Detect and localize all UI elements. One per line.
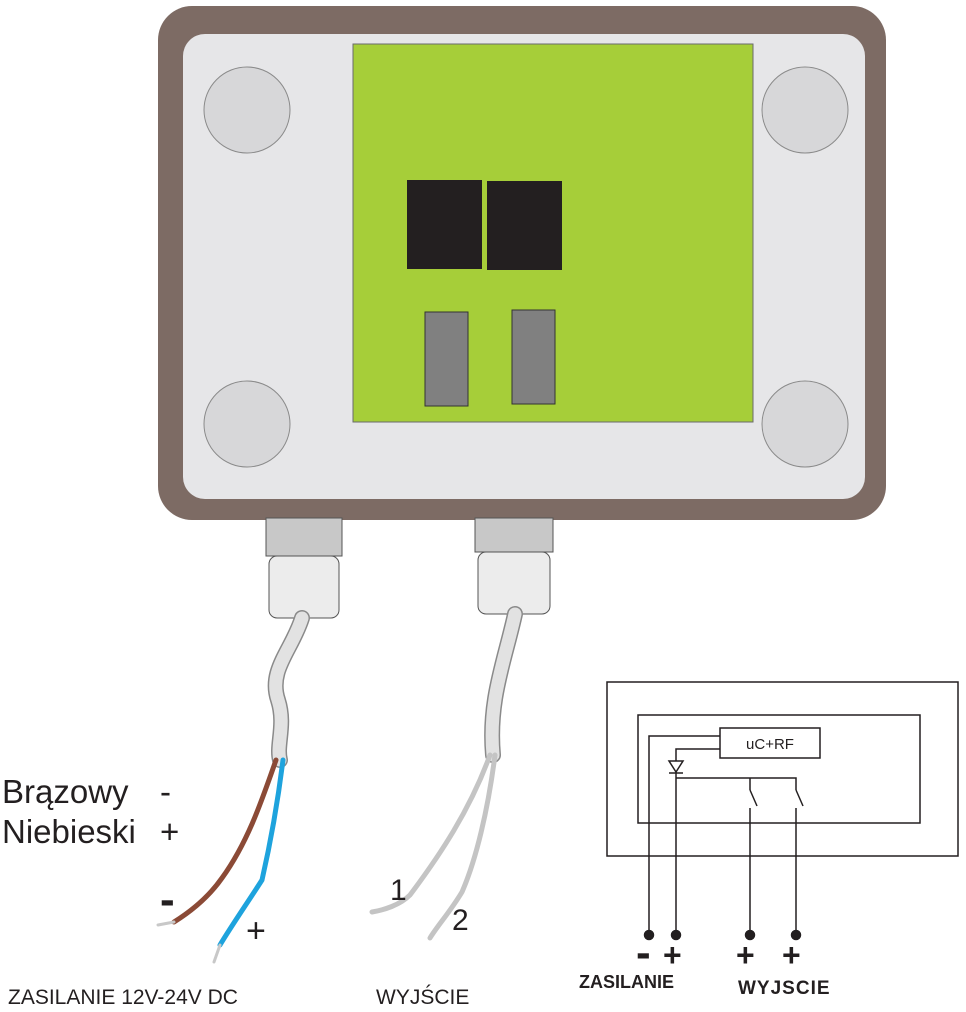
schematic-inner-box (637, 714, 921, 824)
terminal-dot-plus (670, 929, 682, 941)
screw-top-right (761, 66, 849, 154)
legend-brown-label: Brązowy (2, 773, 129, 810)
wiring-schematic (606, 681, 959, 941)
power-cable (156, 610, 310, 964)
diode-symbol (667, 760, 685, 774)
circuit-board (352, 43, 754, 423)
schematic-minus-label: - (636, 928, 651, 977)
cable-gland-power (265, 517, 343, 619)
output-wire-1 (369, 752, 493, 915)
switch-contact-1 (749, 789, 758, 807)
brown-wire-tip (156, 920, 176, 927)
legend-blue-label: Niebieski (2, 813, 136, 850)
output-wire-2 (427, 752, 498, 941)
output-caption: WYJŚCIE (376, 985, 469, 1009)
power-minus-label: - (160, 875, 175, 924)
brown-wire (171, 757, 279, 925)
schematic-switch-feed (676, 777, 797, 790)
cable-gland-output (474, 517, 554, 615)
schematic-out1-plus-label: + (736, 937, 755, 973)
switch-contact-2 (795, 789, 804, 807)
blue-wire-tip (212, 943, 222, 964)
schematic-outer-box (606, 681, 959, 857)
screw-top-left (203, 66, 291, 154)
screw-bottom-right (761, 380, 849, 468)
schematic-minus-line (648, 735, 720, 935)
terminal-left (424, 311, 469, 407)
schematic-output-caption: WYJSCIE (738, 978, 831, 999)
uc-rf-label: uC+RF (746, 736, 794, 753)
output-wire-1-label: 1 (390, 874, 407, 907)
wire-color-legend: Brązowy - Niebieski + (2, 773, 179, 850)
legend-blue-sign: + (160, 813, 179, 850)
legend-brown-sign: - (160, 773, 171, 810)
power-caption: ZASILANIE 12V-24V DC (8, 986, 238, 1009)
schematic-out2-plus-label: + (782, 937, 801, 973)
schematic-plus-label: + (663, 937, 682, 973)
terminal-right (511, 309, 556, 405)
relay-right (487, 181, 562, 270)
screw-bottom-left (203, 380, 291, 468)
uc-rf-module (719, 727, 821, 759)
terminal-dot-minus (643, 929, 655, 941)
schematic-plus-line (675, 748, 720, 935)
schematic-power-caption: ZASILANIE (579, 972, 674, 992)
terminal-dot-out2 (790, 929, 802, 941)
blue-wire (217, 757, 286, 948)
terminal-dot-out1 (744, 929, 756, 941)
relay-left (407, 180, 482, 269)
power-plus-label: + (246, 912, 266, 950)
output-cable (369, 606, 523, 941)
output-wire-2-label: 2 (452, 904, 469, 937)
